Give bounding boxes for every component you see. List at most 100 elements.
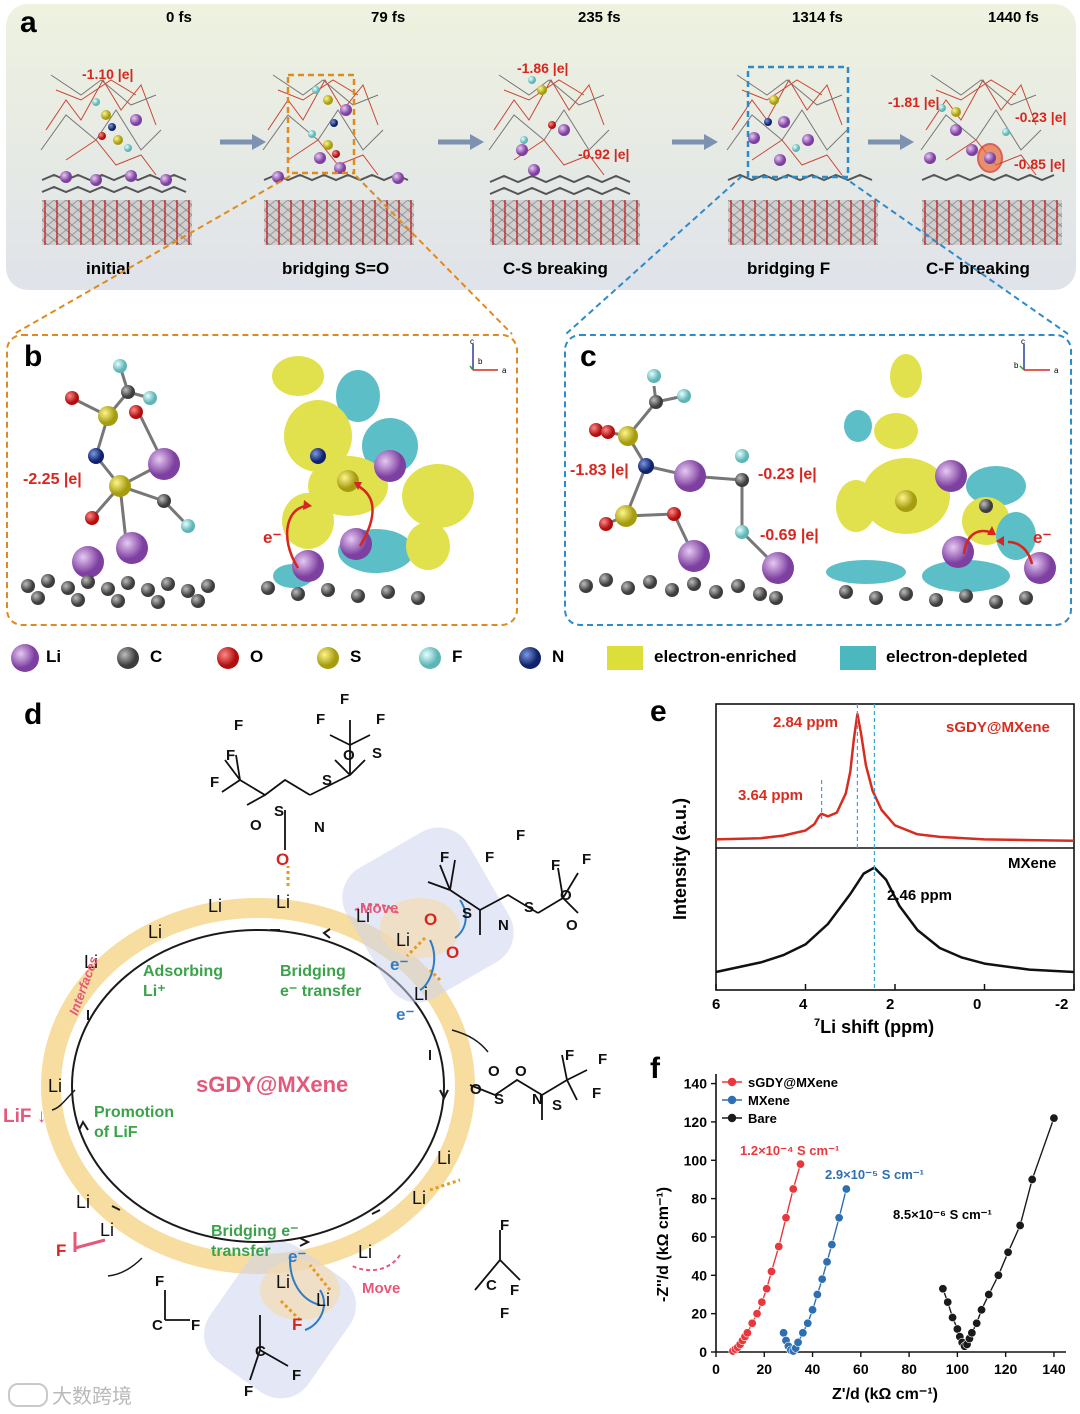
eis-ytick-label-5: 100 (684, 1152, 708, 1168)
svg-text:c: c (470, 337, 474, 346)
eis-ytick-label-6: 120 (684, 1114, 708, 1130)
legend-f: F (452, 647, 462, 667)
panel-b-structures: cba (8, 336, 512, 620)
svg-text:F: F (440, 849, 449, 866)
eis-point-0-10 (762, 1285, 770, 1293)
step-bridging-1: Bridging e⁻ transfer (280, 962, 361, 1002)
legend-enriched: electron-enriched (654, 647, 797, 667)
eis-point-0-15 (796, 1160, 804, 1168)
svg-text:S: S (322, 772, 332, 789)
eis-ylabel: -Z''/d (kΩ cm⁻¹) (653, 1187, 673, 1302)
svg-text:F: F (598, 1051, 607, 1068)
svg-text:a: a (1054, 366, 1059, 375)
panel-b-electron: e⁻ (263, 528, 281, 548)
svg-text:S: S (524, 899, 534, 916)
svg-text:F: F (500, 1217, 509, 1234)
svg-text:e⁻: e⁻ (396, 1005, 414, 1024)
watermark-text: 大数跨境 (52, 1380, 132, 1409)
svg-text:O: O (424, 910, 437, 929)
svg-text:F: F (316, 711, 325, 728)
legend-c: C (150, 647, 162, 667)
svg-text:F: F (376, 711, 385, 728)
svg-text:a: a (502, 366, 507, 375)
eis-point-0-14 (789, 1185, 797, 1193)
svg-text:c: c (1021, 337, 1025, 346)
eis-ytick-label-7: 140 (684, 1076, 708, 1092)
nmr-peak-364: 3.64 ppm (738, 787, 803, 804)
legend-s: S (350, 647, 361, 667)
svg-text:S: S (372, 745, 382, 762)
eis-xtick-label-7: 140 (1042, 1361, 1066, 1377)
svg-text:F: F (226, 747, 235, 764)
eis-point-1-8 (804, 1319, 812, 1327)
nmr-xtick-4: -2 (1055, 996, 1068, 1013)
svg-text:O: O (488, 1063, 500, 1080)
eis-point-2-3 (953, 1325, 961, 1333)
move-label-1: Move (360, 900, 398, 917)
eis-legend-label-1: MXene (748, 1093, 790, 1108)
svg-text:F: F (510, 1282, 519, 1299)
svg-text:Li: Li (76, 1192, 90, 1212)
legend-o: O (250, 647, 263, 667)
eis-legend-marker-2 (728, 1114, 736, 1122)
nmr-ylabel: Intensity (a.u.) (670, 798, 691, 920)
eis-point-1-12 (823, 1258, 831, 1266)
eis-series-2-line (943, 1118, 1054, 1346)
svg-text:O: O (250, 817, 262, 834)
svg-text:O: O (515, 1063, 527, 1080)
svg-text:F: F (210, 774, 219, 791)
eis-point-1-9 (808, 1306, 816, 1314)
svg-text:Li: Li (276, 1272, 290, 1292)
eis-ann-bare: 8.5×10⁻⁶ S cm⁻¹ (893, 1207, 992, 1223)
nmr-xlabel-text: Li shift (ppm) (820, 1017, 934, 1037)
svg-text:Li: Li (208, 896, 222, 916)
legend-li: Li (46, 647, 61, 667)
step-bridging-1-line1: Bridging (280, 962, 361, 982)
eis-point-2-1 (944, 1298, 952, 1306)
svg-text:S: S (494, 1091, 504, 1108)
eis-point-0-8 (753, 1309, 761, 1317)
svg-text:F: F (234, 717, 243, 734)
panel-c-charge-1: -1.83 |e| (570, 462, 629, 480)
nmr-series-1 (716, 868, 1074, 972)
nmr-peak-284: 2.84 ppm (773, 714, 838, 731)
svg-text:F: F (592, 1085, 601, 1102)
svg-text:Li: Li (414, 984, 428, 1004)
eis-point-2-2 (948, 1313, 956, 1321)
eis-point-1-15 (842, 1185, 850, 1193)
svg-text:b: b (1014, 361, 1019, 370)
svg-text:S: S (462, 905, 472, 922)
svg-text:N: N (532, 1091, 543, 1108)
eis-point-2-12 (985, 1290, 993, 1298)
svg-text:O: O (560, 887, 572, 904)
step-adsorbing-line2: Li⁺ (143, 982, 223, 1002)
eis-point-0-13 (782, 1214, 790, 1222)
svg-text:C: C (486, 1277, 497, 1294)
eis-point-1-14 (835, 1214, 843, 1222)
svg-text:Li: Li (148, 922, 162, 942)
eis-xtick-label-4: 80 (901, 1361, 917, 1377)
eis-point-2-10 (972, 1319, 980, 1327)
svg-text:S: S (552, 1097, 562, 1114)
eis-ann-sgdy: 1.2×10⁻⁴ S cm⁻¹ (740, 1143, 839, 1159)
panel-b-charge: -2.25 |e| (23, 471, 82, 489)
eis-point-1-0 (779, 1329, 787, 1337)
panel-d-labels: FFF SNOS FFFSO FFFFF SONOS OSNSF FFOO FF… (0, 690, 640, 1414)
eis-point-2-15 (1016, 1221, 1024, 1229)
eis-chart: 020406080100120140020406080100120140sGDY… (640, 1060, 1080, 1414)
eis-point-1-10 (813, 1290, 821, 1298)
svg-text:N: N (498, 917, 509, 934)
svg-text:F: F (292, 1315, 302, 1334)
nmr-xlabel: 7Li shift (ppm) (814, 1017, 934, 1038)
svg-text:F: F (340, 691, 349, 708)
eis-ann-mxene: 2.9×10⁻⁵ S cm⁻¹ (825, 1167, 924, 1183)
eis-point-0-11 (767, 1267, 775, 1275)
eis-xtick-label-6: 120 (994, 1361, 1018, 1377)
eis-point-2-0 (939, 1285, 947, 1293)
svg-text:F: F (516, 827, 525, 844)
eis-point-2-17 (1050, 1114, 1058, 1122)
svg-text:O: O (343, 747, 355, 764)
svg-text:O: O (566, 917, 578, 934)
eis-point-0-9 (758, 1298, 766, 1306)
step-bridging-2: Bridging e⁻ transfer (211, 1222, 299, 1262)
